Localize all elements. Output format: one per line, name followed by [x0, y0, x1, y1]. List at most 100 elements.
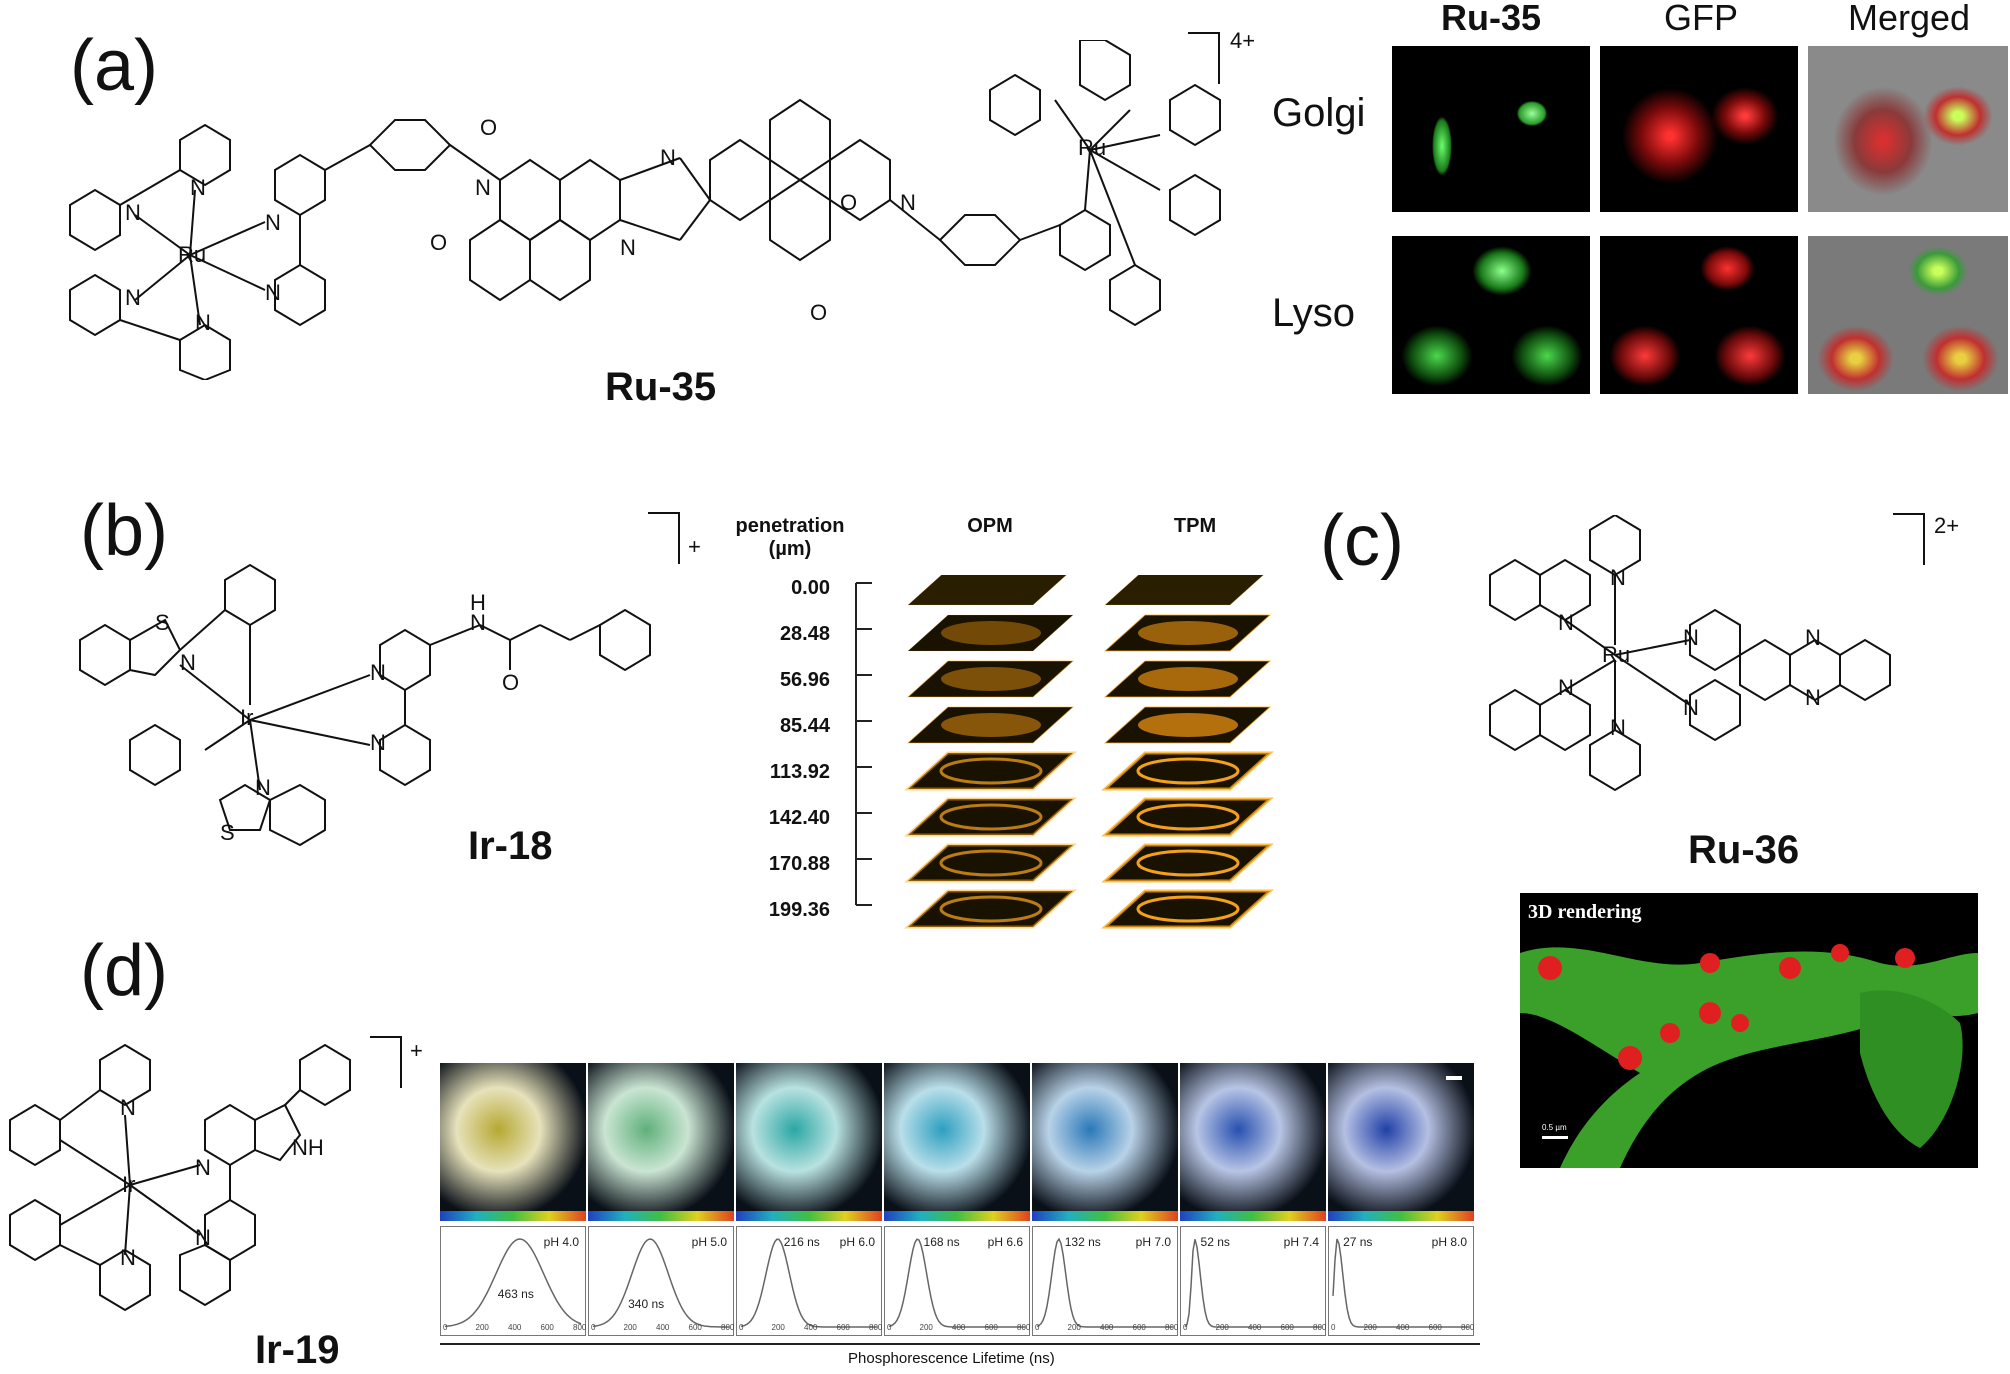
tpm-slice-ring	[1136, 803, 1240, 831]
ph-color-scale	[736, 1211, 882, 1221]
tpm-slice	[1103, 575, 1265, 606]
svg-text:Ir: Ir	[240, 705, 253, 730]
opm-slice	[904, 889, 1077, 929]
col-header-gfp: GFP	[1663, 0, 1738, 38]
svg-text:N: N	[620, 235, 636, 260]
axis-tick-label: 0	[1035, 1323, 1040, 1332]
lifetime-distribution	[740, 1238, 877, 1328]
depth-value: 170.88	[768, 853, 830, 875]
lifetime-distribution	[1332, 1238, 1469, 1328]
tpm-slice	[1101, 751, 1274, 791]
ph-cell-image	[1328, 1063, 1474, 1211]
axis-tick-label: 400	[1100, 1323, 1114, 1332]
svg-text:N: N	[1683, 695, 1699, 720]
axis-tick-label: 200	[919, 1323, 933, 1332]
scale-bar-label: 0.5 µm	[1542, 1123, 1567, 1132]
ph-cell-image	[736, 1063, 882, 1211]
svg-text:N: N	[1805, 625, 1821, 650]
svg-text:O: O	[480, 115, 497, 140]
axis-tick-label: 0	[443, 1323, 448, 1332]
ph-color-scale	[588, 1211, 734, 1221]
svg-text:NH: NH	[292, 1135, 324, 1160]
opm-slice-signal	[941, 621, 1041, 645]
tpm-slice-signal	[1138, 667, 1238, 691]
lifetime-distribution	[1036, 1237, 1173, 1328]
axis-tick-label: 400	[1248, 1323, 1262, 1332]
lifetime-curve	[592, 1238, 729, 1328]
axis-tick-label: 600	[984, 1323, 998, 1332]
svg-text:N: N	[660, 145, 676, 170]
axis-tick-label: 600	[540, 1323, 554, 1332]
axis-tick-label: 400	[1396, 1323, 1410, 1332]
charge-bracket-b	[648, 512, 680, 564]
svg-text:N: N	[120, 1245, 136, 1270]
charge-d: +	[410, 1038, 423, 1063]
charge-b: +	[688, 534, 701, 559]
lyso-ru35-image	[1392, 236, 1590, 394]
svg-text:N: N	[180, 650, 196, 675]
axis-tick-label: 800	[721, 1323, 735, 1332]
lifetime-distribution	[1184, 1239, 1321, 1328]
lifetime-value: 132 ns	[1064, 1235, 1101, 1249]
tpm-slice	[1101, 889, 1274, 929]
svg-text:O: O	[502, 670, 519, 695]
depth-value: 85.44	[779, 715, 830, 737]
lifetime-curve	[1184, 1239, 1321, 1328]
svg-text:N: N	[265, 210, 281, 235]
panel-d-label: (d)	[80, 931, 168, 1011]
svg-text:O: O	[430, 230, 447, 255]
axis-tick-label: 800	[1461, 1323, 1475, 1332]
lifetime-value: 52 ns	[1200, 1235, 1230, 1249]
svg-text:N: N	[255, 775, 271, 800]
col-header-merged: Merged	[1847, 0, 1971, 38]
opm-slice	[906, 660, 1075, 698]
opm-slice-ring	[939, 849, 1043, 877]
svg-text:Ru: Ru	[178, 242, 206, 267]
row-label-golgi: Golgi	[1272, 91, 1366, 135]
ir19-label: Ir-19	[255, 1328, 340, 1372]
opm-slice-ring	[939, 757, 1043, 785]
charge-bracket-c	[1893, 513, 1925, 565]
depth-value: 56.96	[779, 669, 830, 691]
axis-tick-label: 600	[1280, 1323, 1294, 1332]
axis-tick-label: 600	[836, 1323, 850, 1332]
ir19-structure: Ir N N N N NH	[9, 1043, 351, 1312]
ru35-structure: Ru Ru N N N N N N N N N N O O O O	[69, 40, 1221, 380]
svg-text:Ir: Ir	[122, 1172, 135, 1197]
axis-tick-label: 400	[656, 1323, 670, 1332]
axis-tick-label: 600	[1428, 1323, 1442, 1332]
ir18-label: Ir-18	[468, 824, 553, 868]
charge-a: 4+	[1230, 28, 1256, 53]
opm-slice-ring	[939, 803, 1043, 831]
depth-value: 199.36	[768, 899, 830, 921]
opm-slice	[904, 751, 1077, 791]
lyso-merged-image	[1808, 236, 2008, 394]
axis-tick-label: 0	[1331, 1323, 1336, 1332]
axis-tick-label: 400	[508, 1323, 522, 1332]
image-scale-bar	[1446, 1076, 1462, 1080]
opm-slice	[906, 575, 1068, 606]
svg-text:S: S	[155, 610, 170, 635]
svg-text:N: N	[190, 175, 206, 200]
depth-value: 113.92	[769, 761, 830, 783]
ph-color-scale	[884, 1211, 1030, 1221]
tpm-slice-ring	[1136, 895, 1240, 923]
golgi-gfp-image	[1600, 46, 1798, 212]
stack-tpm-header: TPM	[1173, 515, 1217, 537]
ph-color-scale	[1180, 1211, 1326, 1221]
opm-slice-ring	[939, 895, 1043, 923]
panel-c-label: (c)	[1320, 501, 1404, 581]
svg-text:N: N	[1610, 715, 1626, 740]
ru36-structure: Ru N N N N N N N N	[1489, 515, 1891, 792]
svg-text:H: H	[470, 590, 486, 615]
ph-value: pH 8.0	[1431, 1235, 1467, 1249]
svg-text:Ru: Ru	[1078, 135, 1106, 160]
svg-text:N: N	[470, 610, 486, 635]
opm-slice-signal	[941, 713, 1041, 737]
lifetime-curve	[444, 1238, 582, 1328]
lyso-gfp-image	[1600, 236, 1798, 394]
ph-cell-image	[440, 1063, 586, 1211]
